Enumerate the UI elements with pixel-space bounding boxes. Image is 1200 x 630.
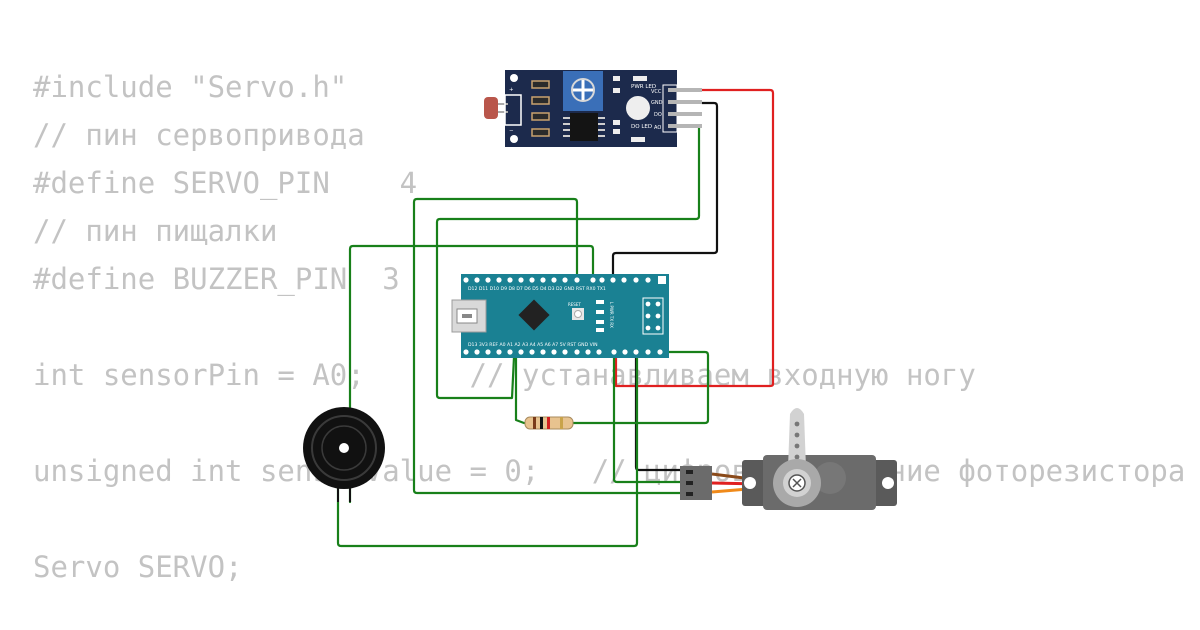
- resistor: [524, 416, 574, 430]
- code-line-4: // пин пищалки: [33, 214, 278, 248]
- led-labels: L PWR TX RX: [609, 302, 614, 328]
- light-sensor-module: + − PWR LED DO LED: [484, 70, 702, 147]
- wire-red-vcc: [614, 88, 775, 388]
- mount-hole: [510, 135, 518, 143]
- mount-hole: [510, 74, 518, 82]
- do-led-label: DO LED: [631, 124, 652, 130]
- code-line-3: #define SERVO_PIN 4: [33, 166, 418, 200]
- nano-board: [461, 274, 669, 358]
- code-line-2: // пин сервопривода: [33, 118, 365, 152]
- wire-green-resistor-2: [570, 350, 710, 425]
- nano-top-labels: D12 D11 D10 D9 D8 D7 D6 D5 D4 D3 D2 GND …: [468, 286, 606, 292]
- buzzer-center-icon: [339, 443, 349, 453]
- do-led-icon: [626, 96, 650, 120]
- wire-black-servo-gnd: [634, 355, 688, 472]
- wire-green-ao: [435, 125, 701, 400]
- pwr-led-label: PWR LED: [631, 84, 656, 90]
- mcu-chip: [518, 299, 550, 331]
- wire-green-d4: [412, 197, 688, 495]
- comparator-chip: [570, 113, 598, 141]
- nano-top-pins: [463, 277, 651, 283]
- arduino-nano: D12 D11 D10 D9 D8 D7 D6 D5 D4 D3 D2 GND …: [451, 274, 669, 358]
- wire-green-buzzer-gnd: [336, 355, 639, 548]
- code-line-1: #include "Servo.h": [33, 70, 348, 104]
- nano-bottom-pins: [463, 349, 663, 355]
- pin-vcc-label: VCC: [651, 89, 662, 95]
- servo-motor: [680, 408, 897, 510]
- nano-bottom-labels: D13 3V3 REF A0 A1 A2 A3 A4 A5 A6 A7 5V R…: [468, 342, 598, 348]
- wire-green-5v: [612, 355, 688, 484]
- servo-connector: [680, 466, 712, 500]
- wire-green-resistor: [514, 355, 526, 425]
- buzzer: [303, 407, 385, 502]
- code-line-11: Servo SERVO;: [33, 550, 243, 584]
- plus-label: +: [509, 87, 514, 93]
- servo-horn: [788, 408, 806, 468]
- code-line-7: int sensorPin = A0; // устанавливаем вхо…: [33, 358, 976, 392]
- code-line-5: #define BUZZER_PIN 3: [33, 262, 400, 296]
- minus-label: −: [509, 128, 514, 134]
- reset-label: RESET: [568, 302, 581, 307]
- wire-black-gnd: [611, 101, 719, 284]
- pin-ao-label: AO: [654, 125, 661, 131]
- wire-green-d3: [348, 244, 595, 504]
- photoresistor-icon: [484, 97, 498, 119]
- pin-gnd-label: GND: [651, 100, 663, 106]
- wires: [336, 88, 775, 548]
- pin-do-label: DO: [654, 112, 662, 118]
